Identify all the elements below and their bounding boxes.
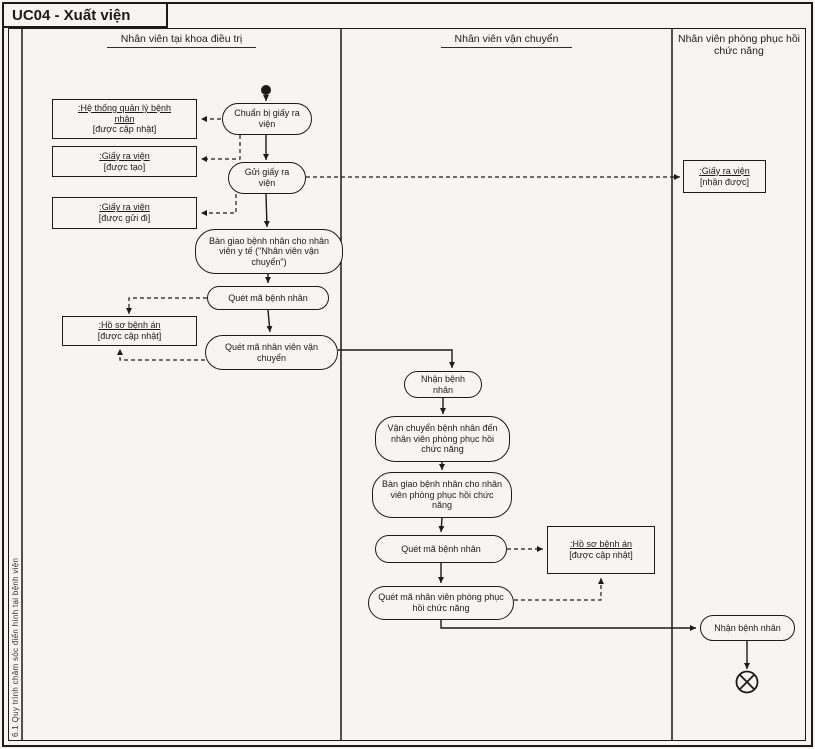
- diagram-title-box: UC04 - Xuất viện: [4, 4, 168, 28]
- activity-handover-to-transport-staff: Bàn giao bệnh nhân cho nhân viên y tế ("…: [195, 229, 343, 274]
- diagram-title: UC04 - Xuất viện: [12, 6, 131, 24]
- object-discharge-paper-created: :Giấy ra viện [được tạo]: [52, 146, 197, 177]
- lane-header-label: Nhân viên tại khoa điều trị: [106, 33, 257, 49]
- lane-header-treatment-staff: Nhân viên tại khoa điều trị: [22, 33, 341, 49]
- object-state: [được cập nhật]: [92, 124, 157, 135]
- activity-handover-to-rehab-staff: Bàn giao bệnh nhân cho nhân viên phòng p…: [372, 472, 512, 518]
- object-medical-record-updated-2: :Hồ sơ bệnh án [được cập nhật]: [547, 526, 655, 574]
- side-note-vertical: 6.1 Quy trình chăm sóc điển hình tại bện…: [11, 557, 20, 737]
- object-name: :Giấy ra viện: [699, 165, 750, 176]
- activity-send-discharge-paper: Gửi giấy ra viện: [228, 162, 306, 194]
- object-state: [được gửi đi]: [98, 213, 151, 223]
- activity-prepare-discharge-paper: Chuẩn bị giấy ra viện: [222, 103, 312, 135]
- lane-header-label: Nhân viên vận chuyển: [440, 33, 573, 49]
- activity-scan-transport-staff-code: Quét mã nhân viên vận chuyển: [205, 335, 338, 370]
- activity-scan-rehab-staff-code: Quét mã nhân viên phòng phục hồi chức nă…: [368, 586, 514, 620]
- object-patient-management-system: :Hệ thống quản lý bệnh nhân [được cập nh…: [52, 99, 197, 139]
- lane-header-transport-staff: Nhân viên vận chuyển: [341, 33, 672, 49]
- object-name: :Hồ sơ bệnh án: [570, 539, 632, 550]
- object-medical-record-updated-1: :Hồ sơ bệnh án [được cập nhật]: [62, 316, 197, 346]
- object-name: :Giấy ra viện: [99, 150, 150, 161]
- object-state: [nhận được]: [700, 176, 749, 187]
- diagram-frame: [8, 28, 806, 741]
- activity-receive-patient-transport: Nhận bệnh nhân: [404, 371, 482, 398]
- activity-transport-patient-to-rehab: Vận chuyển bệnh nhân đến nhân viên phòng…: [375, 416, 510, 462]
- object-discharge-paper-received: :Giấy ra viện [nhận được]: [683, 160, 766, 193]
- object-name: :Hồ sơ bệnh án: [98, 320, 161, 331]
- activity-receive-patient-rehab: Nhận bệnh nhân: [700, 615, 795, 641]
- activity-scan-patient-code-1: Quét mã bệnh nhân: [207, 286, 329, 310]
- object-state: [được cập nhật]: [97, 331, 162, 341]
- object-state: [được cập nhật]: [569, 550, 633, 560]
- object-state: [được tạo]: [103, 161, 146, 172]
- activity-scan-patient-code-2: Quét mã bệnh nhân: [375, 535, 507, 563]
- object-name: :Hệ thống quản lý bệnh nhân: [77, 102, 172, 124]
- object-discharge-paper-sent: :Giấy ra viện [được gửi đi]: [52, 197, 197, 229]
- object-name: :Giấy ra viện: [99, 202, 150, 213]
- lane-header-rehab-staff: Nhân viên phòng phục hồi chức năng: [674, 33, 804, 57]
- lane-header-label: Nhân viên phòng phục hồi chức năng: [677, 33, 800, 58]
